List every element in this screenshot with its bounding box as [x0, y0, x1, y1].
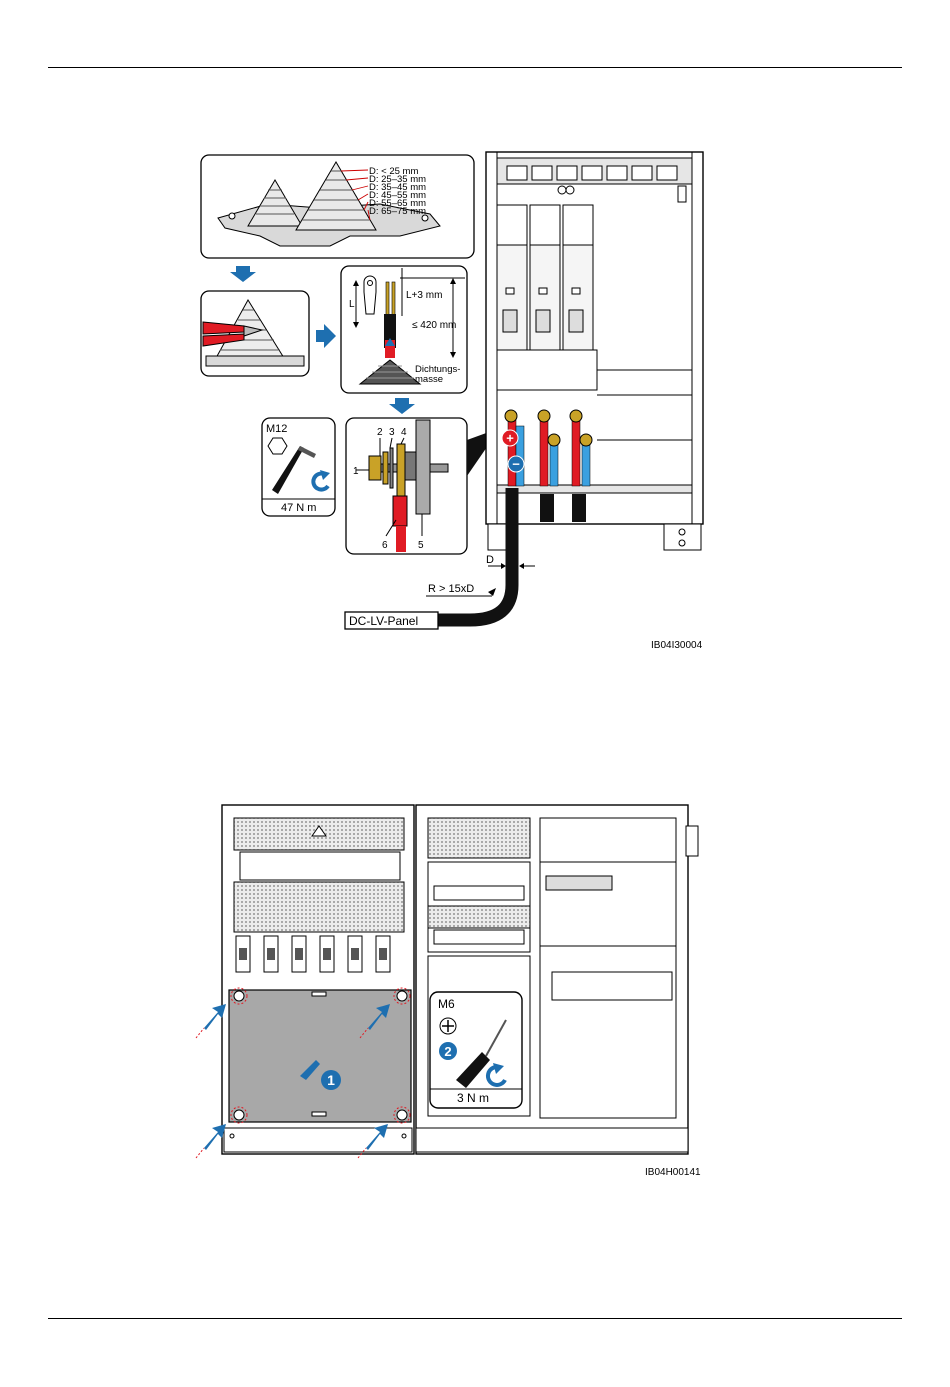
- bolt-size: M12: [266, 423, 287, 435]
- svg-text:2: 2: [444, 1044, 451, 1059]
- part-4: 4: [401, 427, 407, 438]
- cone-cutting-panel: [201, 291, 309, 376]
- positive-marker: +: [502, 430, 518, 446]
- breaker-2: [530, 205, 560, 350]
- switch-row: [236, 936, 390, 972]
- right-cabinet: [416, 805, 698, 1154]
- down-arrow-icon: [389, 398, 415, 414]
- right-arrow-icon: [316, 324, 336, 348]
- figure-id-1: IB04I30004: [651, 640, 703, 651]
- step-1-indicator: 1: [300, 1060, 341, 1090]
- part-3: 3: [389, 427, 395, 438]
- panel-label: DC-LV-Panel: [349, 614, 418, 628]
- phillips-screw-icon: [440, 1018, 456, 1034]
- sealant-label-2: masse: [415, 374, 443, 385]
- figure-1-cable-connection: D: < 25 mm D: 25–35 mm D: 35–45 mm D: 45…: [0, 0, 950, 680]
- rotate-clockwise-icon: [488, 1067, 505, 1085]
- part-2: 2: [377, 427, 383, 438]
- bolt-assembly-panel: 2 3 4 1 6 5: [346, 418, 467, 554]
- step-2-badge: [439, 1042, 457, 1060]
- cable-preparation-panel: L L+3 mm ≤ 420 mm Dichtungs- masse: [341, 266, 467, 393]
- screw-arrows: [204, 1004, 390, 1150]
- bend-radius: R > 15xD: [428, 583, 474, 595]
- breaker-1: [497, 205, 527, 350]
- svg-text:+: +: [506, 431, 514, 446]
- down-arrow-icon: [230, 266, 256, 282]
- dc-cabinet: + −: [486, 152, 703, 550]
- screwdriver-panel: M6 2 3 N m: [430, 992, 522, 1108]
- bottom-cover-plate: [229, 990, 411, 1122]
- svg-text:−: −: [512, 457, 520, 472]
- length-symbol: L: [349, 299, 355, 310]
- svg-text:1: 1: [327, 1072, 335, 1088]
- screw-torque: 3 N m: [457, 1091, 489, 1105]
- part-5: 5: [418, 540, 424, 551]
- part-1: 1: [353, 466, 359, 477]
- breaker-3: [563, 205, 593, 350]
- torque-wrench-panel: M12 47 N m: [262, 418, 335, 516]
- screw-size: M6: [438, 997, 455, 1011]
- footer-rule: [48, 1318, 902, 1319]
- max-length: ≤ 420 mm: [412, 320, 456, 331]
- figure-id-2: IB04H00141: [645, 1167, 701, 1178]
- diameter-6: D: 65–75 mm: [369, 206, 426, 217]
- screw-holes: [234, 991, 407, 1120]
- screwdriver-icon: [456, 1052, 490, 1088]
- negative-marker: −: [508, 456, 524, 472]
- diameter-symbol: D: [486, 554, 494, 566]
- torque-value: 47 N m: [281, 502, 316, 514]
- strip-length: L+3 mm: [406, 290, 442, 301]
- part-6: 6: [382, 540, 388, 551]
- cable-gland-panel: D: < 25 mm D: 25–35 mm D: 35–45 mm D: 45…: [201, 155, 474, 258]
- left-cabinet: [222, 805, 414, 1154]
